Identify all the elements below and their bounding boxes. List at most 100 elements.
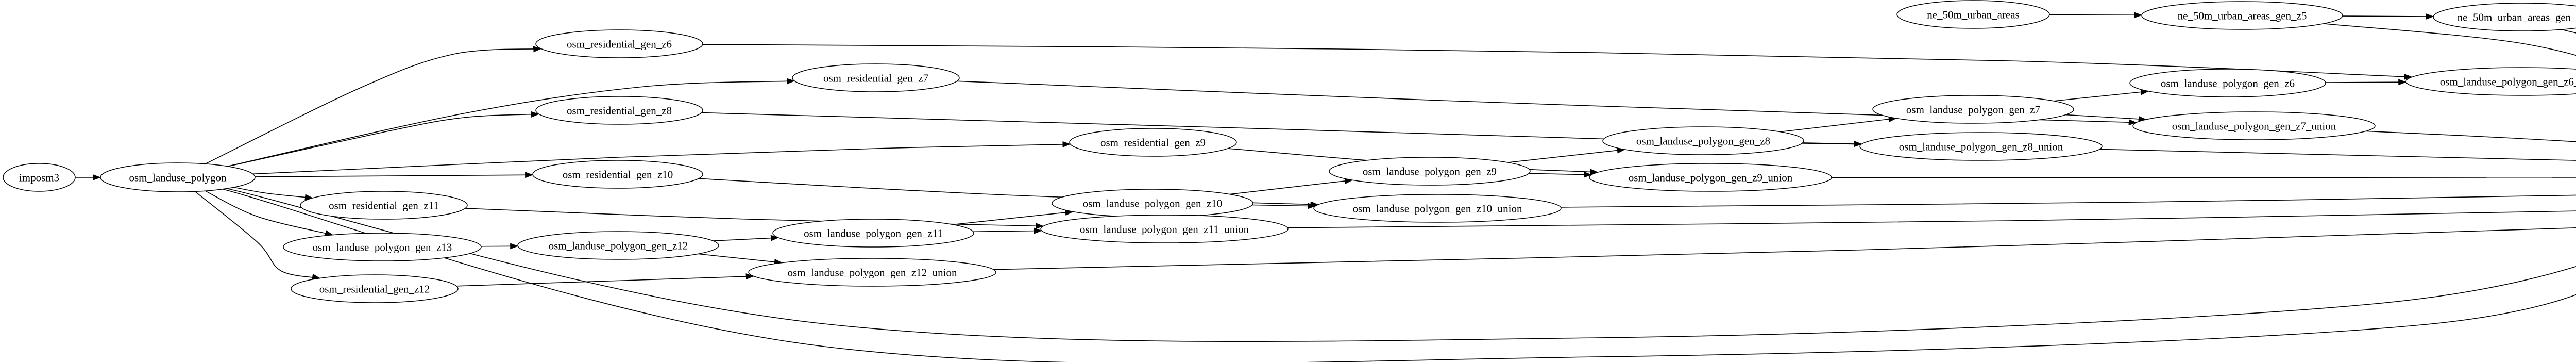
node-osm-residential-gen-z9: osm_residential_gen_z9 [1069,128,1237,157]
node-label-osm-landuse-polygon-gen-z13: osm_landuse_polygon_gen_z13 [313,241,452,253]
node-ne-50m-urban-areas-gen-z4: ne_50m_urban_areas_gen_z4 [2433,3,2576,31]
node-osm-landuse-polygon-gen-z7: osm_landuse_polygon_gen_z7 [1872,95,2074,124]
node-label-osm-landuse-polygon-gen-z11: osm_landuse_polygon_gen_z11 [804,227,943,239]
node-label-osm-landuse-polygon-gen-z8: osm_landuse_polygon_gen_z8 [1636,135,1770,147]
edges-layer [75,12,2576,362]
node-label-ne-50m-urban-areas: ne_50m_urban_areas [1927,8,2020,21]
node-osm-landuse-polygon-gen-z8-union: osm_landuse_polygon_gen_z8_union [1859,132,2103,161]
edge-osm-landuse-polygon-gen-z10-union-to-layer-z10 [1561,194,2576,208]
node-shape-osm-landuse-polygon-gen-z8 [1602,126,1804,155]
node-ne-50m-urban-areas: ne_50m_urban_areas [1896,0,2050,29]
node-osm-landuse-polygon: osm_landuse_polygon [100,162,256,192]
node-shape-osm-residential-gen-z7 [792,63,960,92]
node-osm-residential-gen-z10: osm_residential_gen_z10 [532,160,703,189]
node-osm-landuse-polygon-gen-z10: osm_landuse_polygon_gen_z10 [1052,189,1253,218]
node-shape-ne-50m-urban-areas [1896,0,2050,29]
node-label-osm-landuse-polygon-gen-z8-union: osm_landuse_polygon_gen_z8_union [1899,140,2063,153]
node-shape-osm-landuse-polygon-gen-z7-union [2132,111,2376,140]
node-osm-landuse-polygon-gen-z12: osm_landuse_polygon_gen_z12 [517,231,719,260]
edge-ne-50m-urban-areas-gen-z5-to-ne-50m-urban-areas-gen-z4 [2342,13,2434,20]
edge-osm-landuse-polygon-gen-z11-to-osm-landuse-polygon-gen-z11-union [973,227,1042,234]
node-label-osm-residential-gen-z11: osm_residential_gen_z11 [329,199,439,211]
node-imposm3: imposm3 [3,163,76,192]
node-shape-osm-residential-gen-z9 [1069,128,1237,157]
edge-osm-landuse-polygon-gen-z6-to-osm-landuse-polygon-gen-z6-union [2325,79,2407,86]
node-label-osm-residential-gen-z9: osm_residential_gen_z9 [1100,136,1206,149]
node-label-osm-landuse-polygon-gen-z10-union: osm_landuse_polygon_gen_z10_union [1353,202,1522,215]
edge-osm-landuse-polygon-gen-z9-to-osm-landuse-polygon-gen-z8 [1508,147,1625,163]
node-osm-landuse-polygon-gen-z13: osm_landuse_polygon_gen_z13 [283,233,482,261]
node-label-osm-landuse-polygon-gen-z11-union: osm_landuse_polygon_gen_z11_union [1080,223,1249,235]
node-shape-osm-landuse-polygon-gen-z13 [283,233,482,261]
node-shape-osm-residential-gen-z10 [532,160,703,189]
node-label-osm-landuse-polygon-gen-z12: osm_landuse_polygon_gen_z12 [549,239,688,252]
edge-osm-landuse-polygon-to-osm-residential-gen-z11 [233,187,313,201]
node-label-osm-landuse-polygon-gen-z9: osm_landuse_polygon_gen_z9 [1363,165,1497,177]
edge-osm-landuse-polygon-gen-z9-to-osm-landuse-polygon-gen-z9-union [1529,171,1592,178]
node-label-osm-landuse-polygon: osm_landuse_polygon [129,171,227,184]
edge-osm-residential-gen-z11-to-osm-landuse-polygon-gen-z11-union [465,208,1044,229]
node-shape-osm-residential-gen-z6 [535,29,703,58]
edge-osm-landuse-polygon-to-osm-residential-gen-z8 [227,111,539,167]
edge-osm-landuse-polygon-gen-z8-to-osm-landuse-polygon-gen-z7 [1780,116,1897,133]
edge-osm-landuse-polygon-gen-z9-union-to-layer-z9 [1831,177,2576,178]
edge-osm-landuse-polygon-to-osm-residential-gen-z6 [205,46,542,164]
node-shape-osm-landuse-polygon [100,162,256,192]
edge-osm-landuse-polygon-gen-z12-union-to-layer-z12 [993,227,2576,270]
node-shape-osm-residential-gen-z11 [300,191,468,220]
edge-osm-landuse-polygon-gen-z12-to-osm-landuse-polygon-gen-z12-union [698,253,783,265]
nodes-layer: imposm3 osm_landuse_polygon osm_residentia… [3,0,2576,303]
edge-osm-landuse-polygon-to-osm-landuse-polygon-gen-z13 [205,190,334,236]
edge-osm-residential-gen-z6-to-osm-landuse-polygon-gen-z6-union [702,44,2413,80]
node-shape-osm-landuse-polygon-gen-z6 [2129,69,2326,97]
edge-osm-landuse-polygon-gen-z11-to-osm-landuse-polygon-gen-z10 [953,209,1074,225]
node-label-ne-50m-urban-areas-gen-z5: ne_50m_urban_areas_gen_z5 [2178,9,2307,22]
node-label-osm-residential-gen-z12: osm_residential_gen_z12 [319,283,430,295]
node-shape-ne-50m-urban-areas-gen-z5 [2141,1,2343,30]
edge-osm-landuse-polygon-to-layer-z13 [227,188,2576,342]
edge-osm-landuse-polygon-gen-z11-union-to-layer-z11 [1287,210,2576,228]
edge-osm-landuse-polygon-to-osm-residential-gen-z10 [255,172,534,178]
node-shape-imposm3 [3,163,76,192]
node-osm-landuse-polygon-gen-z9: osm_landuse_polygon_gen_z9 [1329,157,1531,186]
node-osm-residential-gen-z12: osm_residential_gen_z12 [291,274,459,303]
edge-osm-landuse-polygon-gen-z7-union-to-layer-z7 [2366,130,2576,142]
edge-osm-landuse-polygon-gen-z12-to-osm-landuse-polygon-gen-z11 [713,235,779,241]
node-label-osm-landuse-polygon-gen-z6-union: osm_landuse_polygon_gen_z6_union [2440,75,2576,88]
node-osm-landuse-polygon-gen-z9-union: osm_landuse_polygon_gen_z9_union [1589,163,1832,192]
node-shape-osm-landuse-polygon-gen-z10-union [1313,194,1562,223]
node-label-osm-landuse-polygon-gen-z7-union: osm_landuse_polygon_gen_z7_union [2172,120,2336,132]
node-label-osm-residential-gen-z8: osm_residential_gen_z8 [567,104,672,117]
node-shape-osm-landuse-polygon-gen-z11 [772,219,974,248]
edge-osm-landuse-polygon-gen-z7-to-osm-landuse-polygon-gen-z7-union [2065,114,2147,122]
edge-osm-landuse-polygon-to-osm-residential-gen-z7 [227,78,795,167]
edge-osm-landuse-polygon-to-osm-residential-gen-z9 [252,141,1071,175]
edge-osm-landuse-polygon-gen-z10-to-osm-landuse-polygon-gen-z9 [1229,178,1353,195]
node-label-osm-residential-gen-z10: osm_residential_gen_z10 [563,168,673,180]
node-shape-osm-landuse-polygon-gen-z11-union [1040,215,1289,243]
node-shape-osm-landuse-polygon-gen-z12-union [748,258,996,287]
node-osm-landuse-polygon-gen-z11-union: osm_landuse_polygon_gen_z11_union [1040,215,1289,243]
node-label-osm-landuse-polygon-gen-z12-union: osm_landuse_polygon_gen_z12_union [788,266,957,278]
node-label-imposm3: imposm3 [19,171,59,184]
node-osm-residential-gen-z8: osm_residential_gen_z8 [535,96,703,125]
edge-osm-landuse-polygon-gen-z10-to-osm-landuse-polygon-gen-z10-union [1252,203,1316,209]
node-label-osm-landuse-polygon-gen-z7: osm_landuse_polygon_gen_z7 [1906,103,2040,116]
node-shape-osm-landuse-polygon-gen-z12 [517,231,719,260]
node-osm-landuse-polygon-gen-z10-union: osm_landuse_polygon_gen_z10_union [1313,194,1562,223]
node-osm-landuse-polygon-gen-z6-union: osm_landuse_polygon_gen_z6_union [2405,67,2576,96]
node-shape-osm-landuse-polygon-gen-z7 [1872,95,2074,124]
node-osm-landuse-polygon-gen-z6: osm_landuse_polygon_gen_z6 [2129,69,2326,97]
edge-osm-landuse-polygon-gen-z8-union-to-layer-z8 [2099,149,2576,161]
node-shape-ne-50m-urban-areas-gen-z4 [2433,3,2576,31]
node-osm-residential-gen-z11: osm_residential_gen_z11 [300,191,468,220]
edge-osm-landuse-polygon-gen-z7-to-osm-landuse-polygon-gen-z6 [2054,89,2149,102]
node-osm-residential-gen-z7: osm_residential_gen_z7 [792,63,960,92]
edge-osm-landuse-polygon-to-layer-z14plus [222,189,2576,362]
node-label-osm-residential-gen-z6: osm_residential_gen_z6 [567,38,672,50]
node-shape-osm-landuse-polygon-gen-z9-union [1589,163,1832,192]
node-osm-landuse-polygon-gen-z7-union: osm_landuse_polygon_gen_z7_union [2132,111,2376,140]
node-osm-landuse-polygon-gen-z12-union: osm_landuse_polygon_gen_z12_union [748,258,996,287]
